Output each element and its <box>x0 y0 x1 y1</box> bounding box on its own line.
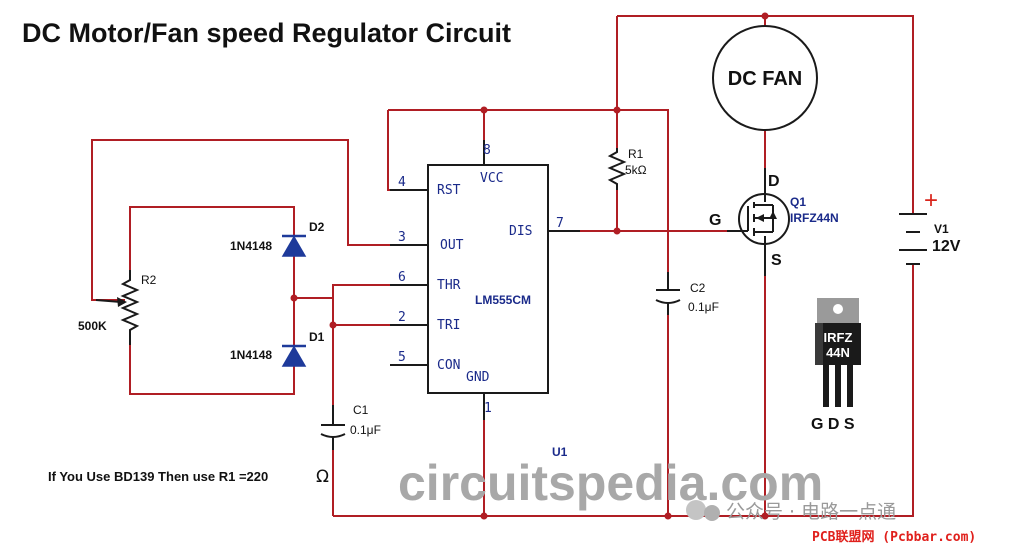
diode-d2: D2 1N4148 <box>230 220 325 257</box>
pin-dis-number: 7 <box>556 216 564 231</box>
c2-ref-label: C2 <box>690 281 706 295</box>
ic-part-label: LM555CM <box>475 293 531 307</box>
pin-out-number: 3 <box>398 230 406 245</box>
ic-ref-label: U1 <box>552 445 568 459</box>
q1-ref-label: Q1 <box>790 195 806 209</box>
package-pin-labels: G D S <box>811 416 855 433</box>
resistor-r1: R1 5kΩ <box>607 147 647 190</box>
d1-ref-label: D1 <box>309 330 325 344</box>
ic-555: 4 RST 3 OUT 6 THR 2 TRI 5 CON 8 VCC 7 DI… <box>390 140 580 459</box>
d2-ref-label: D2 <box>309 220 325 234</box>
pin-con-number: 5 <box>398 350 406 365</box>
battery-plus-sign: + <box>924 187 938 214</box>
potentiometer-r2: R2 500K <box>78 270 157 345</box>
v1-ref-label: V1 <box>934 222 949 236</box>
q1-source-label: S <box>771 252 782 269</box>
note-omega-symbol: Ω <box>316 467 329 487</box>
pin-vcc-number: 8 <box>483 143 491 158</box>
d1-part-label: 1N4148 <box>230 348 272 362</box>
mosfet-q1: D G S Q1 IRFZ44N <box>709 168 839 276</box>
pin-vcc-label: VCC <box>480 171 503 186</box>
pin-dis-label: DIS <box>509 224 532 239</box>
package-text-line1: IRFZ <box>824 330 853 345</box>
bd139-note: If You Use BD139 Then use R1 =220 <box>48 469 268 484</box>
watermark-site: circuitspedia.com <box>398 455 823 511</box>
q1-gate-label: G <box>709 212 721 229</box>
capacitor-c2: C2 0.1μF <box>655 272 719 315</box>
q1-drain-label: D <box>768 173 780 190</box>
pin-thr-number: 6 <box>398 270 406 285</box>
c1-ref-label: C1 <box>353 403 369 417</box>
r1-ref-label: R1 <box>628 147 644 161</box>
watermark-wechat: 公众号 · 电路一点通 <box>726 501 896 523</box>
pin-con-label: CON <box>437 358 460 373</box>
pin-rst-label: RST <box>437 183 461 198</box>
diode-d1: D1 1N4148 <box>230 330 325 367</box>
r2-value-label: 500K <box>78 319 107 333</box>
capacitor-c1: C1 0.1μF <box>320 403 381 450</box>
pin-out-label: OUT <box>440 238 464 253</box>
fan-label: DC FAN <box>728 68 802 90</box>
pin-thr-label: THR <box>437 278 461 293</box>
r2-ref-label: R2 <box>141 273 157 287</box>
watermark-pcb: PCB联盟网 (Pcbbar.com) <box>812 529 976 545</box>
c1-value-label: 0.1μF <box>350 423 381 437</box>
diagram-title: DC Motor/Fan speed Regulator Circuit <box>22 18 511 48</box>
mosfet-package-illustration: IRFZ 44N G D S <box>811 298 861 433</box>
pin-gnd-number: 1 <box>484 401 492 416</box>
pin-tri-label: TRI <box>437 318 460 333</box>
r1-value-label: 5kΩ <box>625 163 647 177</box>
pin-gnd-label: GND <box>466 370 490 385</box>
wechat-icon <box>686 500 720 521</box>
pin-rst-number: 4 <box>398 175 406 190</box>
q1-part-label: IRFZ44N <box>790 211 839 225</box>
d2-part-label: 1N4148 <box>230 239 272 253</box>
c2-value-label: 0.1μF <box>688 300 719 314</box>
package-text-line2: 44N <box>826 345 850 360</box>
v1-value-label: 12V <box>932 238 961 255</box>
dc-fan: DC FAN <box>712 25 818 131</box>
battery-v1: + V1 12V <box>899 187 961 265</box>
pin-tri-number: 2 <box>398 310 406 325</box>
